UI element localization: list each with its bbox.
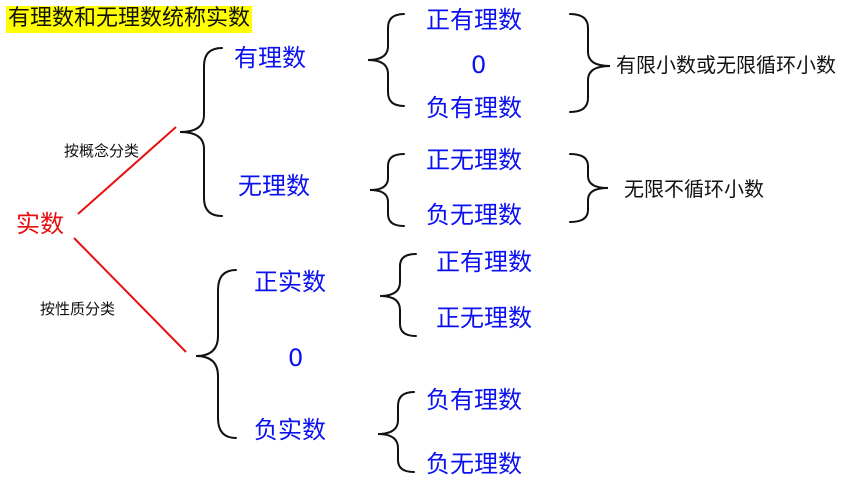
node-positive-rational: 正有理数	[426, 6, 522, 34]
node-negative-rational: 负有理数	[426, 94, 522, 122]
branch-line-sign	[73, 237, 187, 353]
node-positive-irrational: 正无理数	[426, 146, 522, 174]
page-title: 有理数和无理数统称实数	[6, 6, 253, 33]
brace-irrational-right	[569, 153, 609, 223]
brace-negative	[377, 391, 415, 473]
node-zero-real: 0	[288, 344, 304, 372]
brace-rational-right	[569, 13, 611, 113]
branch-line-concept	[77, 126, 177, 215]
brace-positive	[379, 253, 417, 337]
node-negative-real: 负实数	[254, 416, 326, 444]
label-by-sign: 按性质分类	[40, 300, 116, 318]
note-rational: 有限小数或无限循环小数	[616, 53, 836, 77]
node-rational: 有理数	[234, 44, 306, 72]
brace-concept	[179, 47, 223, 217]
node-positive-real: 正实数	[254, 268, 326, 296]
node-negative-real-rational: 负有理数	[426, 386, 522, 414]
brace-sign	[195, 269, 237, 439]
node-negative-real-irrational: 负无理数	[426, 450, 522, 478]
node-negative-irrational: 负无理数	[426, 201, 522, 229]
brace-irrational	[369, 153, 405, 227]
brace-rational	[367, 13, 405, 107]
node-irrational: 无理数	[238, 172, 310, 200]
label-by-concept: 按概念分类	[64, 142, 140, 160]
node-zero-rational: 0	[471, 51, 487, 79]
root-node: 实数	[16, 210, 64, 238]
node-positive-real-irrational: 正无理数	[436, 304, 532, 332]
note-irrational: 无限不循环小数	[624, 177, 764, 201]
node-positive-real-rational: 正有理数	[436, 248, 532, 276]
